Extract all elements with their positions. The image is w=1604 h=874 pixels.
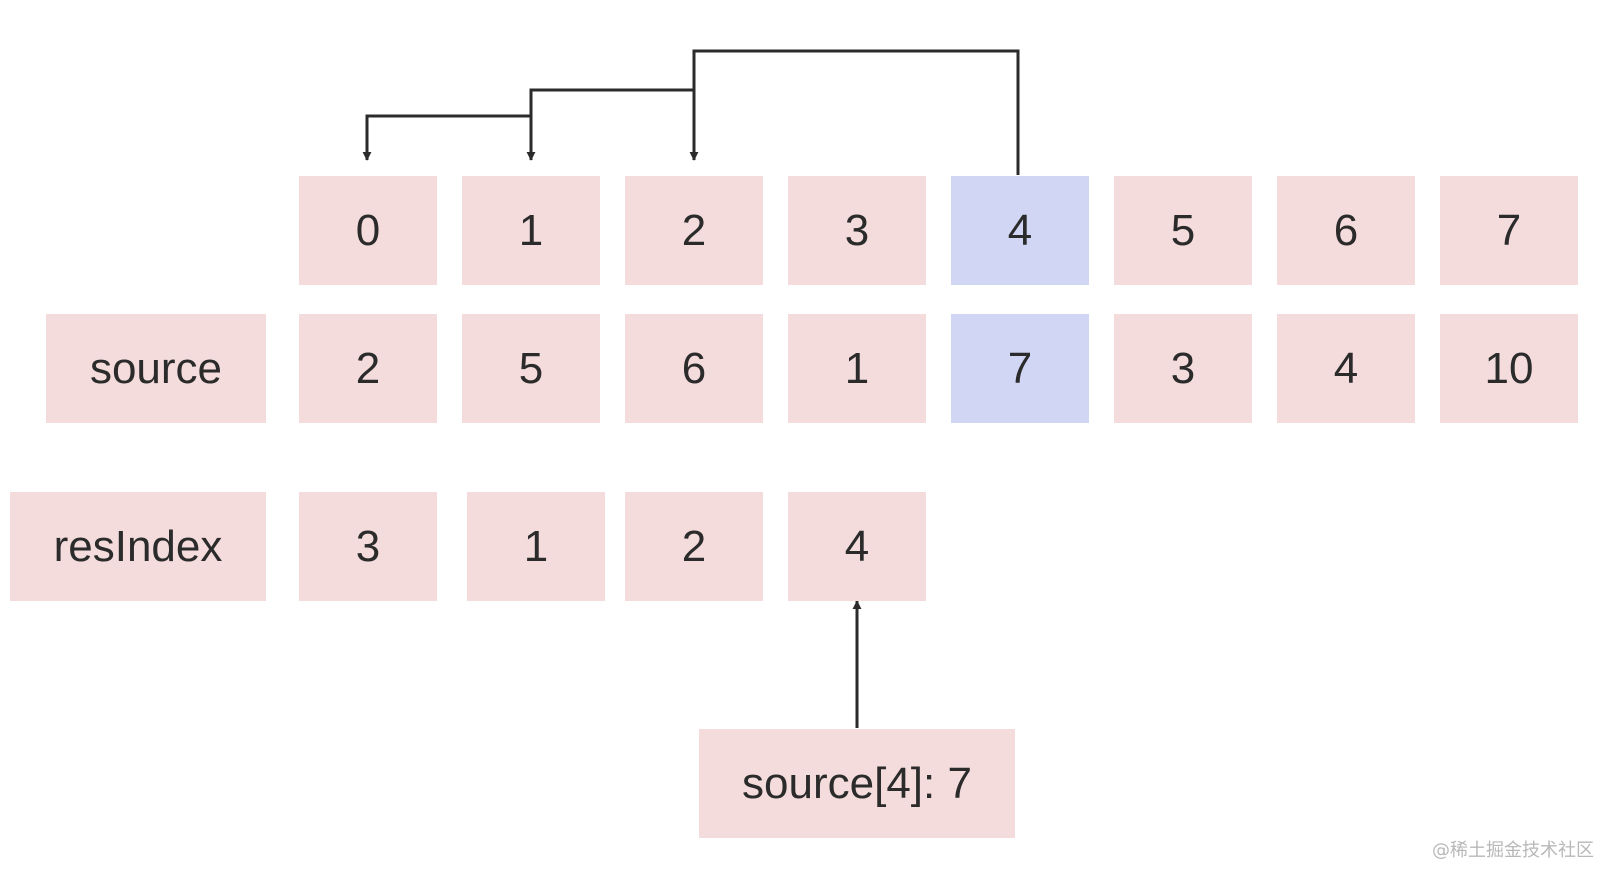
index-cell-5: 5 [1114,176,1252,285]
source-cell-5: 3 [1114,314,1252,423]
index-cell-3: 3 [788,176,926,285]
index-cell-1: 1 [462,176,600,285]
source-cell-1: 5 [462,314,600,423]
resindex-cell-2: 2 [625,492,763,601]
resindex-cell-0: 3 [299,492,437,601]
source-cell-6: 4 [1277,314,1415,423]
source-cell-0: 2 [299,314,437,423]
resindex-row-label: resIndex [10,492,266,601]
index-cell-7: 7 [1440,176,1578,285]
source-cell-3: 1 [788,314,926,423]
arrow-index4-to-index2 [689,49,1020,175]
source-cell-4: 7 [951,314,1089,423]
resindex-cell-3: 4 [788,492,926,601]
index-cell-4: 4 [951,176,1089,285]
watermark: @稀土掘金技术社区 [1432,840,1594,861]
source-cell-2: 6 [625,314,763,423]
index-cell-0: 0 [299,176,437,285]
index-cell-2: 2 [625,176,763,285]
source-cell-7: 10 [1440,314,1578,423]
index-cell-6: 6 [1277,176,1415,285]
resindex-cell-1: 1 [467,492,605,601]
source-row-label: source [46,314,266,423]
current-source-box: source[4]: 7 [699,729,1015,838]
arrow-index1-to-index0 [362,114,531,161]
arrow-index2-to-index1 [526,88,694,161]
